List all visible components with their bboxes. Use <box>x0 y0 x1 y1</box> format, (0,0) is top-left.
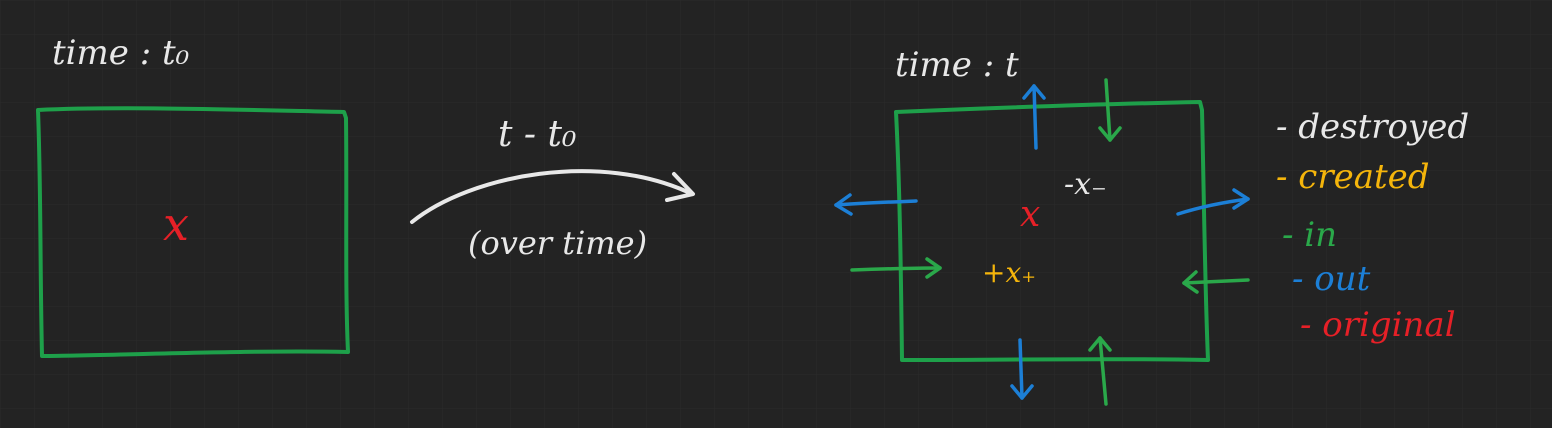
right-panel: time : t <box>834 45 1250 406</box>
inflow-arrow-icon <box>1098 78 1122 142</box>
quantity-destroyed: -x₋ <box>1064 167 1107 202</box>
legend-destroyed: - destroyed <box>1276 107 1469 147</box>
inflow-arrow-icon <box>1088 336 1112 406</box>
outflow-arrow-icon <box>834 193 918 216</box>
control-volume-box-initial <box>36 106 350 358</box>
outflow-arrow-icon <box>1176 188 1250 216</box>
curved-arrow-icon <box>410 169 695 224</box>
inflow-arrow-icon <box>850 257 942 279</box>
inflow-arrow-icon <box>1182 270 1250 294</box>
time-label-initial: time : t₀ <box>52 33 190 73</box>
outflow-arrow-icon <box>1022 84 1046 150</box>
over-time-note: (over time) <box>468 224 647 262</box>
outflow-arrow-icon <box>1010 338 1034 400</box>
quantity-original-final: x <box>1020 194 1040 235</box>
legend-in: - in <box>1282 215 1337 255</box>
quantity-created: +x₊ <box>982 256 1036 289</box>
legend-created: - created <box>1276 157 1430 197</box>
legend-original: - original <box>1300 305 1456 345</box>
control-volume-box-final <box>894 100 1210 362</box>
legend: - destroyed - created - in - out - origi… <box>1276 107 1469 345</box>
time-label-final: time : t <box>895 45 1019 85</box>
transition: t - t₀ (over time) <box>410 114 695 262</box>
duration-label: t - t₀ <box>498 114 576 155</box>
left-panel: time : t₀ x <box>36 33 350 358</box>
legend-out: - out <box>1292 259 1371 299</box>
quantity-original: x <box>163 197 189 251</box>
